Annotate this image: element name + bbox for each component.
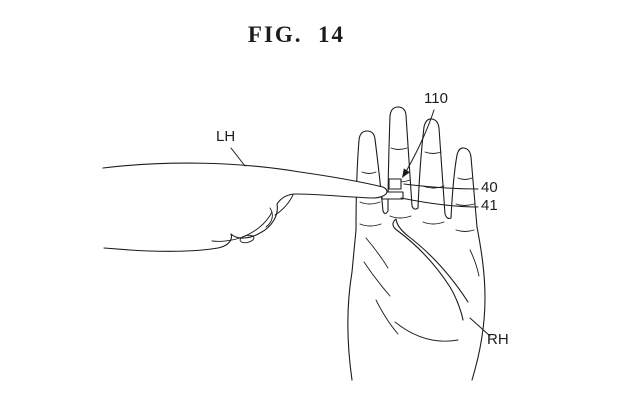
leader-line-41 [400, 197, 479, 208]
leader-line-40 [403, 183, 479, 190]
figure-title: FIG. 14 [247, 22, 346, 47]
right-hand-palm-creases [363, 237, 480, 342]
leader-line-lh [230, 147, 246, 167]
left-thumb-nail [239, 234, 255, 244]
leader-arrowhead-110 [402, 168, 410, 178]
label-ref-110: 110 [424, 90, 448, 107]
label-ref-41: 41 [481, 197, 498, 214]
label-right-hand: RH [487, 331, 509, 348]
label-left-hand: LH [216, 128, 236, 145]
label-ref-40: 40 [481, 179, 498, 196]
leader-line-110 [403, 109, 435, 176]
device-body-40 [388, 178, 402, 190]
right-thumb-drawing [392, 218, 469, 321]
right-hand-drawing [347, 106, 486, 381]
left-hand-detail-lines [211, 194, 294, 244]
leader-lines [230, 109, 491, 337]
left-hand-drawing [102, 162, 388, 252]
leader-line-rh [469, 317, 491, 337]
